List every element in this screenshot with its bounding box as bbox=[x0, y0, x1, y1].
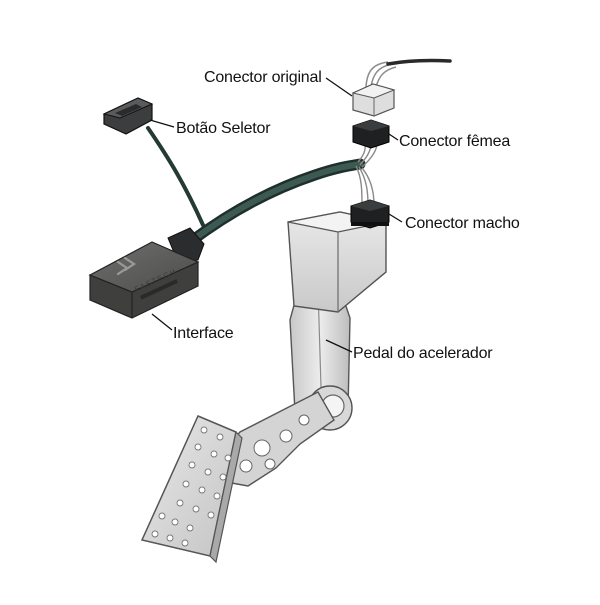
original-wires bbox=[365, 61, 397, 88]
pedal-plate-edge bbox=[209, 430, 243, 564]
selector-button bbox=[102, 97, 154, 135]
leader-pedal bbox=[325, 339, 353, 353]
label-pedal: Pedal do acelerador bbox=[353, 345, 493, 362]
labels: Conector original Botão Seletor Conector… bbox=[173, 69, 520, 362]
label-botao-seletor: Botão Seletor bbox=[176, 120, 271, 137]
linkage-hole bbox=[253, 439, 271, 457]
leader-lines bbox=[149, 77, 403, 353]
module-slot bbox=[140, 279, 178, 300]
label-conector-femea: Conector fêmea bbox=[399, 133, 510, 150]
selector-cable bbox=[146, 126, 205, 227]
brand-logo-icon bbox=[116, 256, 136, 276]
interface-module: FASTECH bbox=[88, 227, 205, 319]
leader-conector-femea bbox=[388, 133, 399, 141]
leader-conector-macho bbox=[388, 213, 403, 223]
label-conector-original: Conector original bbox=[204, 69, 322, 86]
wires-to-male bbox=[355, 165, 375, 206]
main-cable-highlight bbox=[187, 161, 363, 245]
linkage-hole bbox=[298, 414, 310, 426]
label-interface: Interface bbox=[173, 325, 234, 342]
pedal-plate-holes bbox=[151, 426, 232, 547]
accelerator-pedal bbox=[140, 211, 387, 564]
wiring-harness bbox=[146, 58, 452, 248]
vehicle-cable bbox=[386, 58, 452, 66]
linkage-hole bbox=[239, 459, 253, 473]
module-top bbox=[88, 241, 200, 293]
linkage-hole bbox=[264, 458, 276, 470]
original-connector bbox=[351, 83, 396, 117]
male-connector bbox=[350, 199, 390, 229]
label-conector-macho: Conector macho bbox=[405, 215, 520, 232]
leader-interface bbox=[151, 313, 173, 331]
linkage-hole bbox=[279, 429, 293, 443]
leader-botao-seletor bbox=[149, 119, 175, 128]
leader-conector-original bbox=[325, 77, 353, 97]
female-connector bbox=[352, 119, 390, 149]
